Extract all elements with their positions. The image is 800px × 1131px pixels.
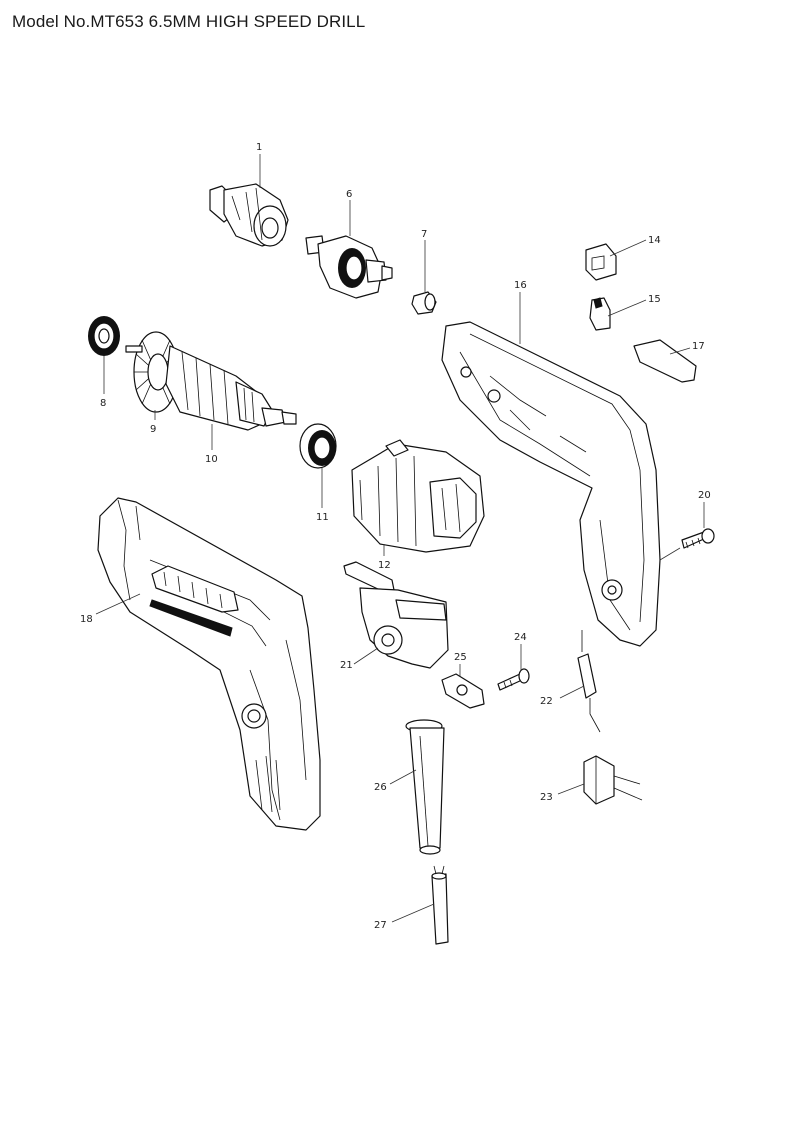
- label-16: 16: [514, 280, 527, 291]
- part-7-sleeve: [411, 291, 437, 315]
- label-23: 23: [540, 792, 553, 803]
- part-12-field: [351, 439, 485, 553]
- label-6: 6: [346, 189, 352, 200]
- label-17: 17: [692, 341, 705, 352]
- callout-18: 18: [80, 593, 141, 625]
- part-22-lead-wire: [577, 630, 601, 733]
- label-24: 24: [514, 632, 527, 643]
- label-22: 22: [540, 696, 553, 707]
- part-17-nameplate: [633, 339, 697, 383]
- label-7: 7: [421, 229, 427, 240]
- label-14: 14: [648, 235, 661, 246]
- callout-21: 21: [340, 647, 379, 671]
- part-23-suppressor: [583, 755, 643, 805]
- part-26-cord-guard: [405, 719, 445, 855]
- callout-8: 8: [100, 356, 106, 409]
- label-26: 26: [374, 782, 387, 793]
- callout-25: 25: [454, 652, 467, 676]
- label-27: 27: [374, 920, 387, 931]
- page-title: Model No.MT653 6.5MM HIGH SPEED DRILL: [12, 12, 366, 31]
- label-20: 20: [698, 490, 711, 501]
- part-9-fan: [125, 331, 179, 413]
- callout-7: 7: [421, 229, 427, 292]
- part-16-housing: [441, 321, 661, 647]
- part-11-bearing: [299, 423, 337, 469]
- callout-22: 22: [540, 685, 585, 707]
- callout-11: 11: [316, 468, 329, 523]
- label-21: 21: [340, 660, 353, 671]
- label-8: 8: [100, 398, 106, 409]
- callout-12: 12: [378, 544, 391, 571]
- callout-15: 15: [607, 294, 661, 317]
- callout-23: 23: [540, 783, 585, 803]
- callout-27: 27: [374, 903, 435, 931]
- callout-6: 6: [346, 189, 352, 236]
- callout-20: 20: [698, 490, 711, 528]
- callout-1: 1: [256, 142, 262, 188]
- part-20-screw: [681, 528, 715, 549]
- callout-24: 24: [514, 632, 527, 670]
- part-15-carbon-brush: [589, 297, 611, 331]
- label-1: 1: [256, 142, 262, 153]
- part-27-cord: [431, 865, 449, 945]
- label-11: 11: [316, 512, 329, 523]
- label-18: 18: [80, 614, 93, 625]
- label-9: 9: [150, 424, 156, 435]
- leader-20-to-housing: [659, 547, 681, 561]
- callout-16: 16: [514, 280, 527, 344]
- part-18-housing-set: [97, 497, 321, 831]
- part-25-strain-relief: [441, 673, 485, 709]
- part-14-brush-holder: [585, 243, 617, 281]
- part-8-bearing: [88, 316, 120, 356]
- callout-14: 14: [609, 235, 661, 257]
- part-21-switch: [343, 561, 449, 669]
- label-15: 15: [648, 294, 661, 305]
- part-6-gear: [305, 235, 393, 299]
- callout-10: 10: [205, 424, 218, 465]
- label-10: 10: [205, 454, 218, 465]
- callout-26: 26: [374, 769, 417, 793]
- label-12: 12: [378, 560, 391, 571]
- callout-9: 9: [150, 410, 156, 435]
- part-1-chuck: [209, 183, 289, 247]
- part-24-screw: [497, 668, 530, 691]
- callout-17: 17: [669, 341, 705, 355]
- label-25: 25: [454, 652, 467, 663]
- part-10-armature: [165, 345, 297, 431]
